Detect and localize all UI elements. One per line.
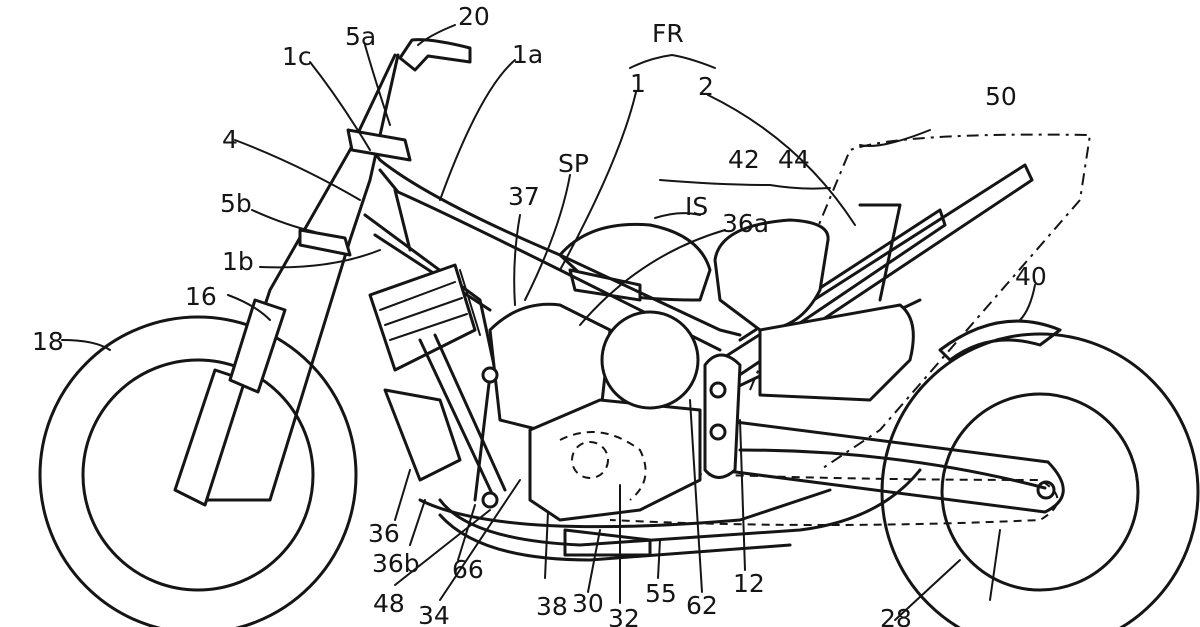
label-40: 40 bbox=[1015, 262, 1047, 291]
label-36b: 36b bbox=[372, 549, 420, 578]
front-fork bbox=[173, 53, 412, 507]
label-66: 66 bbox=[452, 555, 484, 584]
label-48: 48 bbox=[373, 589, 405, 618]
label-36a: 36a bbox=[722, 209, 769, 238]
label-50: 50 bbox=[985, 82, 1017, 111]
pivot-plate bbox=[703, 353, 742, 479]
label-12: 12 bbox=[733, 569, 765, 598]
exhaust-pipe bbox=[438, 468, 922, 547]
label-fr: FR bbox=[652, 19, 684, 48]
label-5b: 5b bbox=[220, 189, 252, 218]
label-20: 20 bbox=[458, 2, 490, 31]
exhaust-pipe-lower bbox=[438, 513, 792, 562]
label-1c: 1c bbox=[282, 42, 312, 71]
label-sp: SP bbox=[558, 149, 589, 178]
label-55: 55 bbox=[645, 579, 677, 608]
linkage bbox=[383, 333, 507, 509]
reference-labels: 20 5a 1c 1a FR 1 2 50 4 42 44 SP 37 IS 3… bbox=[32, 2, 1047, 627]
engine bbox=[488, 302, 702, 557]
label-is: IS bbox=[685, 192, 708, 221]
drive-chain bbox=[609, 469, 1059, 526]
leader-lines bbox=[61, 24, 1036, 621]
label-62: 62 bbox=[686, 591, 718, 620]
label-16: 16 bbox=[185, 282, 217, 311]
fr-bracket bbox=[629, 53, 716, 69]
front-wheel bbox=[38, 315, 358, 627]
label-44: 44 bbox=[778, 145, 810, 174]
label-42: 42 bbox=[728, 145, 760, 174]
lower-frame bbox=[418, 488, 832, 529]
label-18: 18 bbox=[32, 327, 64, 356]
label-30: 30 bbox=[572, 589, 604, 618]
label-5a: 5a bbox=[345, 22, 376, 51]
rear-cowl bbox=[749, 133, 1092, 471]
radiator bbox=[368, 263, 481, 372]
label-1: 1 bbox=[630, 69, 646, 98]
rear-fender bbox=[938, 319, 1062, 362]
rear-wheel bbox=[880, 332, 1200, 627]
label-34: 34 bbox=[418, 601, 450, 627]
label-2: 2 bbox=[698, 72, 714, 101]
label-36: 36 bbox=[368, 519, 400, 548]
label-37: 37 bbox=[508, 182, 540, 211]
label-1a: 1a bbox=[512, 40, 543, 69]
label-28: 28 bbox=[880, 604, 912, 627]
label-32: 32 bbox=[608, 604, 640, 627]
handlebar bbox=[398, 38, 472, 72]
label-1b: 1b bbox=[222, 247, 254, 276]
seat bbox=[713, 218, 830, 332]
label-4: 4 bbox=[222, 125, 238, 154]
rear-seat-pad bbox=[758, 303, 915, 402]
label-38: 38 bbox=[536, 592, 568, 621]
